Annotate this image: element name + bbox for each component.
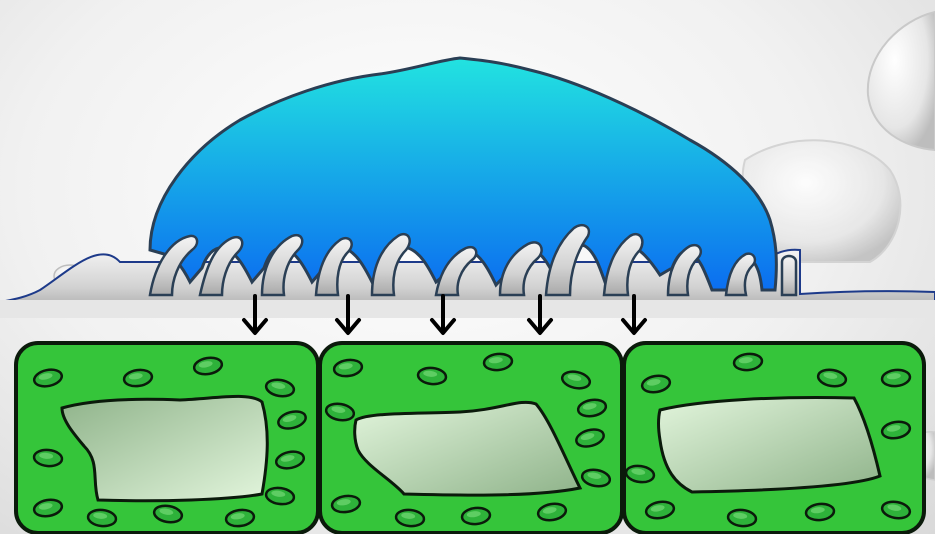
plant-cell bbox=[624, 343, 924, 533]
plant-cell bbox=[16, 343, 318, 533]
surface-shadow bbox=[0, 300, 935, 318]
plant-cells-group bbox=[16, 343, 924, 533]
water-droplet-icon bbox=[868, 12, 935, 150]
plant-cell bbox=[320, 343, 622, 533]
vacuole bbox=[659, 398, 881, 493]
vacuole bbox=[355, 402, 580, 495]
